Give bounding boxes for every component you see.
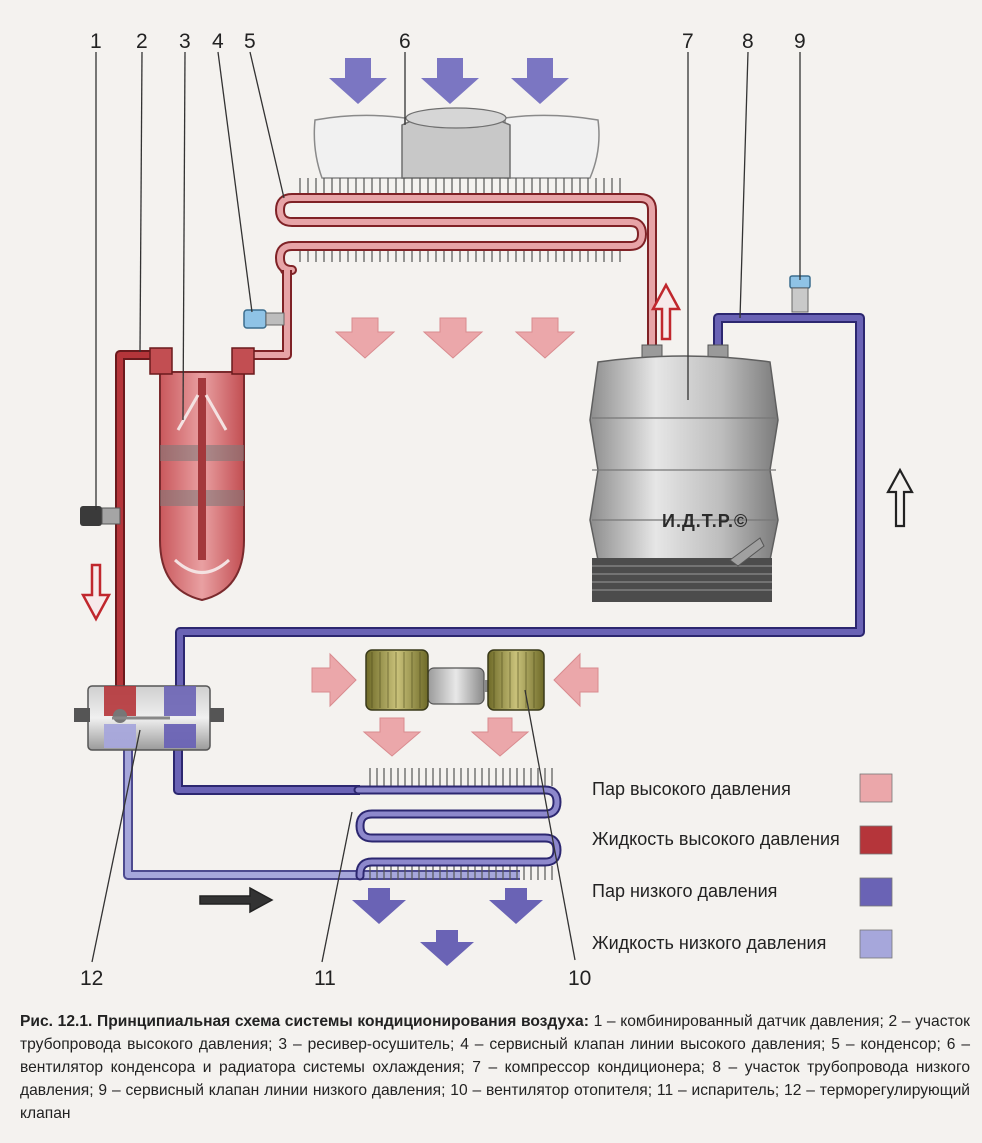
label-7: 7 bbox=[682, 30, 694, 53]
hot-air-arrow bbox=[334, 317, 396, 359]
low-pressure-line bbox=[123, 313, 865, 880]
legend-swatch bbox=[859, 929, 893, 959]
evaporator bbox=[353, 768, 562, 881]
label-2: 2 bbox=[136, 30, 148, 53]
heater-fan bbox=[365, 649, 545, 711]
label-6: 6 bbox=[399, 30, 411, 53]
cold-air-arrow bbox=[489, 888, 543, 924]
hot-air-arrows bbox=[334, 317, 576, 359]
label-4: 4 bbox=[212, 30, 224, 53]
label-8: 8 bbox=[742, 30, 754, 53]
legend-swatch bbox=[859, 773, 893, 803]
watermark-text: И.Д.Т.Р.© bbox=[662, 511, 748, 531]
legend-swatch bbox=[859, 825, 893, 855]
cold-air-arrow bbox=[420, 930, 474, 966]
cabin-air-arrow bbox=[553, 652, 599, 708]
cabin-air-arrow bbox=[470, 717, 530, 757]
hot-air-arrow bbox=[422, 317, 484, 359]
caption-body: 1 – комбинированный датчик давления; 2 –… bbox=[20, 1013, 970, 1122]
legend-label: Пар низкого давления bbox=[592, 881, 777, 901]
label-3: 3 bbox=[179, 30, 191, 53]
condenser bbox=[275, 178, 657, 355]
pressure-sensor bbox=[80, 506, 121, 526]
compressor: И.Д.Т.Р.© bbox=[589, 344, 779, 602]
component-numbers: 1 2 3 4 5 6 7 8 9 10 11 12 bbox=[80, 30, 806, 990]
hp-service-valve bbox=[243, 309, 285, 329]
figure-caption: Рис. 12.1. Принципиальная схема системы … bbox=[20, 1010, 970, 1125]
flow-arrow-up-icon bbox=[650, 282, 682, 341]
condenser-fins bbox=[299, 178, 621, 262]
label-1: 1 bbox=[90, 30, 102, 53]
condenser-fan bbox=[313, 107, 600, 179]
label-12: 12 bbox=[80, 967, 103, 990]
cold-air-arrows bbox=[352, 888, 543, 966]
label-10: 10 bbox=[568, 967, 591, 990]
intake-airflow-arrows bbox=[329, 58, 569, 104]
label-9: 9 bbox=[794, 30, 806, 53]
ac-system-diagram: И.Д.Т.Р.© bbox=[74, 30, 914, 990]
evaporator-fins bbox=[369, 768, 553, 880]
intake-arrow bbox=[511, 58, 569, 104]
caption-title: Рис. 12.1. Принципиальная схема системы … bbox=[20, 1013, 589, 1030]
legend-swatch bbox=[859, 877, 893, 907]
lp-service-valve bbox=[789, 275, 811, 313]
hot-air-arrow bbox=[514, 317, 576, 359]
high-pressure-line bbox=[115, 270, 292, 690]
cabin-air-arrow bbox=[311, 652, 357, 708]
flow-arrow-up-icon bbox=[886, 467, 914, 528]
legend-label: Жидкость высокого давления bbox=[592, 829, 840, 849]
flow-arrow-right-icon bbox=[199, 886, 274, 914]
legend-label: Жидкость низкого давления bbox=[592, 933, 826, 953]
intake-arrow bbox=[329, 58, 387, 104]
legend-label: Пар высокого давления bbox=[592, 779, 791, 799]
cabin-air-arrows bbox=[311, 652, 599, 757]
legend: Пар высокого давления Жидкость высокого … bbox=[592, 773, 893, 959]
intake-arrow bbox=[421, 58, 479, 104]
flow-arrow-down-icon bbox=[80, 563, 112, 622]
leader-lines bbox=[91, 51, 801, 963]
label-5: 5 bbox=[244, 30, 256, 53]
label-11: 11 bbox=[314, 967, 336, 990]
cabin-air-arrow bbox=[362, 717, 422, 757]
cold-air-arrow bbox=[352, 888, 406, 924]
receiver-drier bbox=[149, 347, 255, 602]
thermostatic-valve bbox=[74, 685, 224, 751]
